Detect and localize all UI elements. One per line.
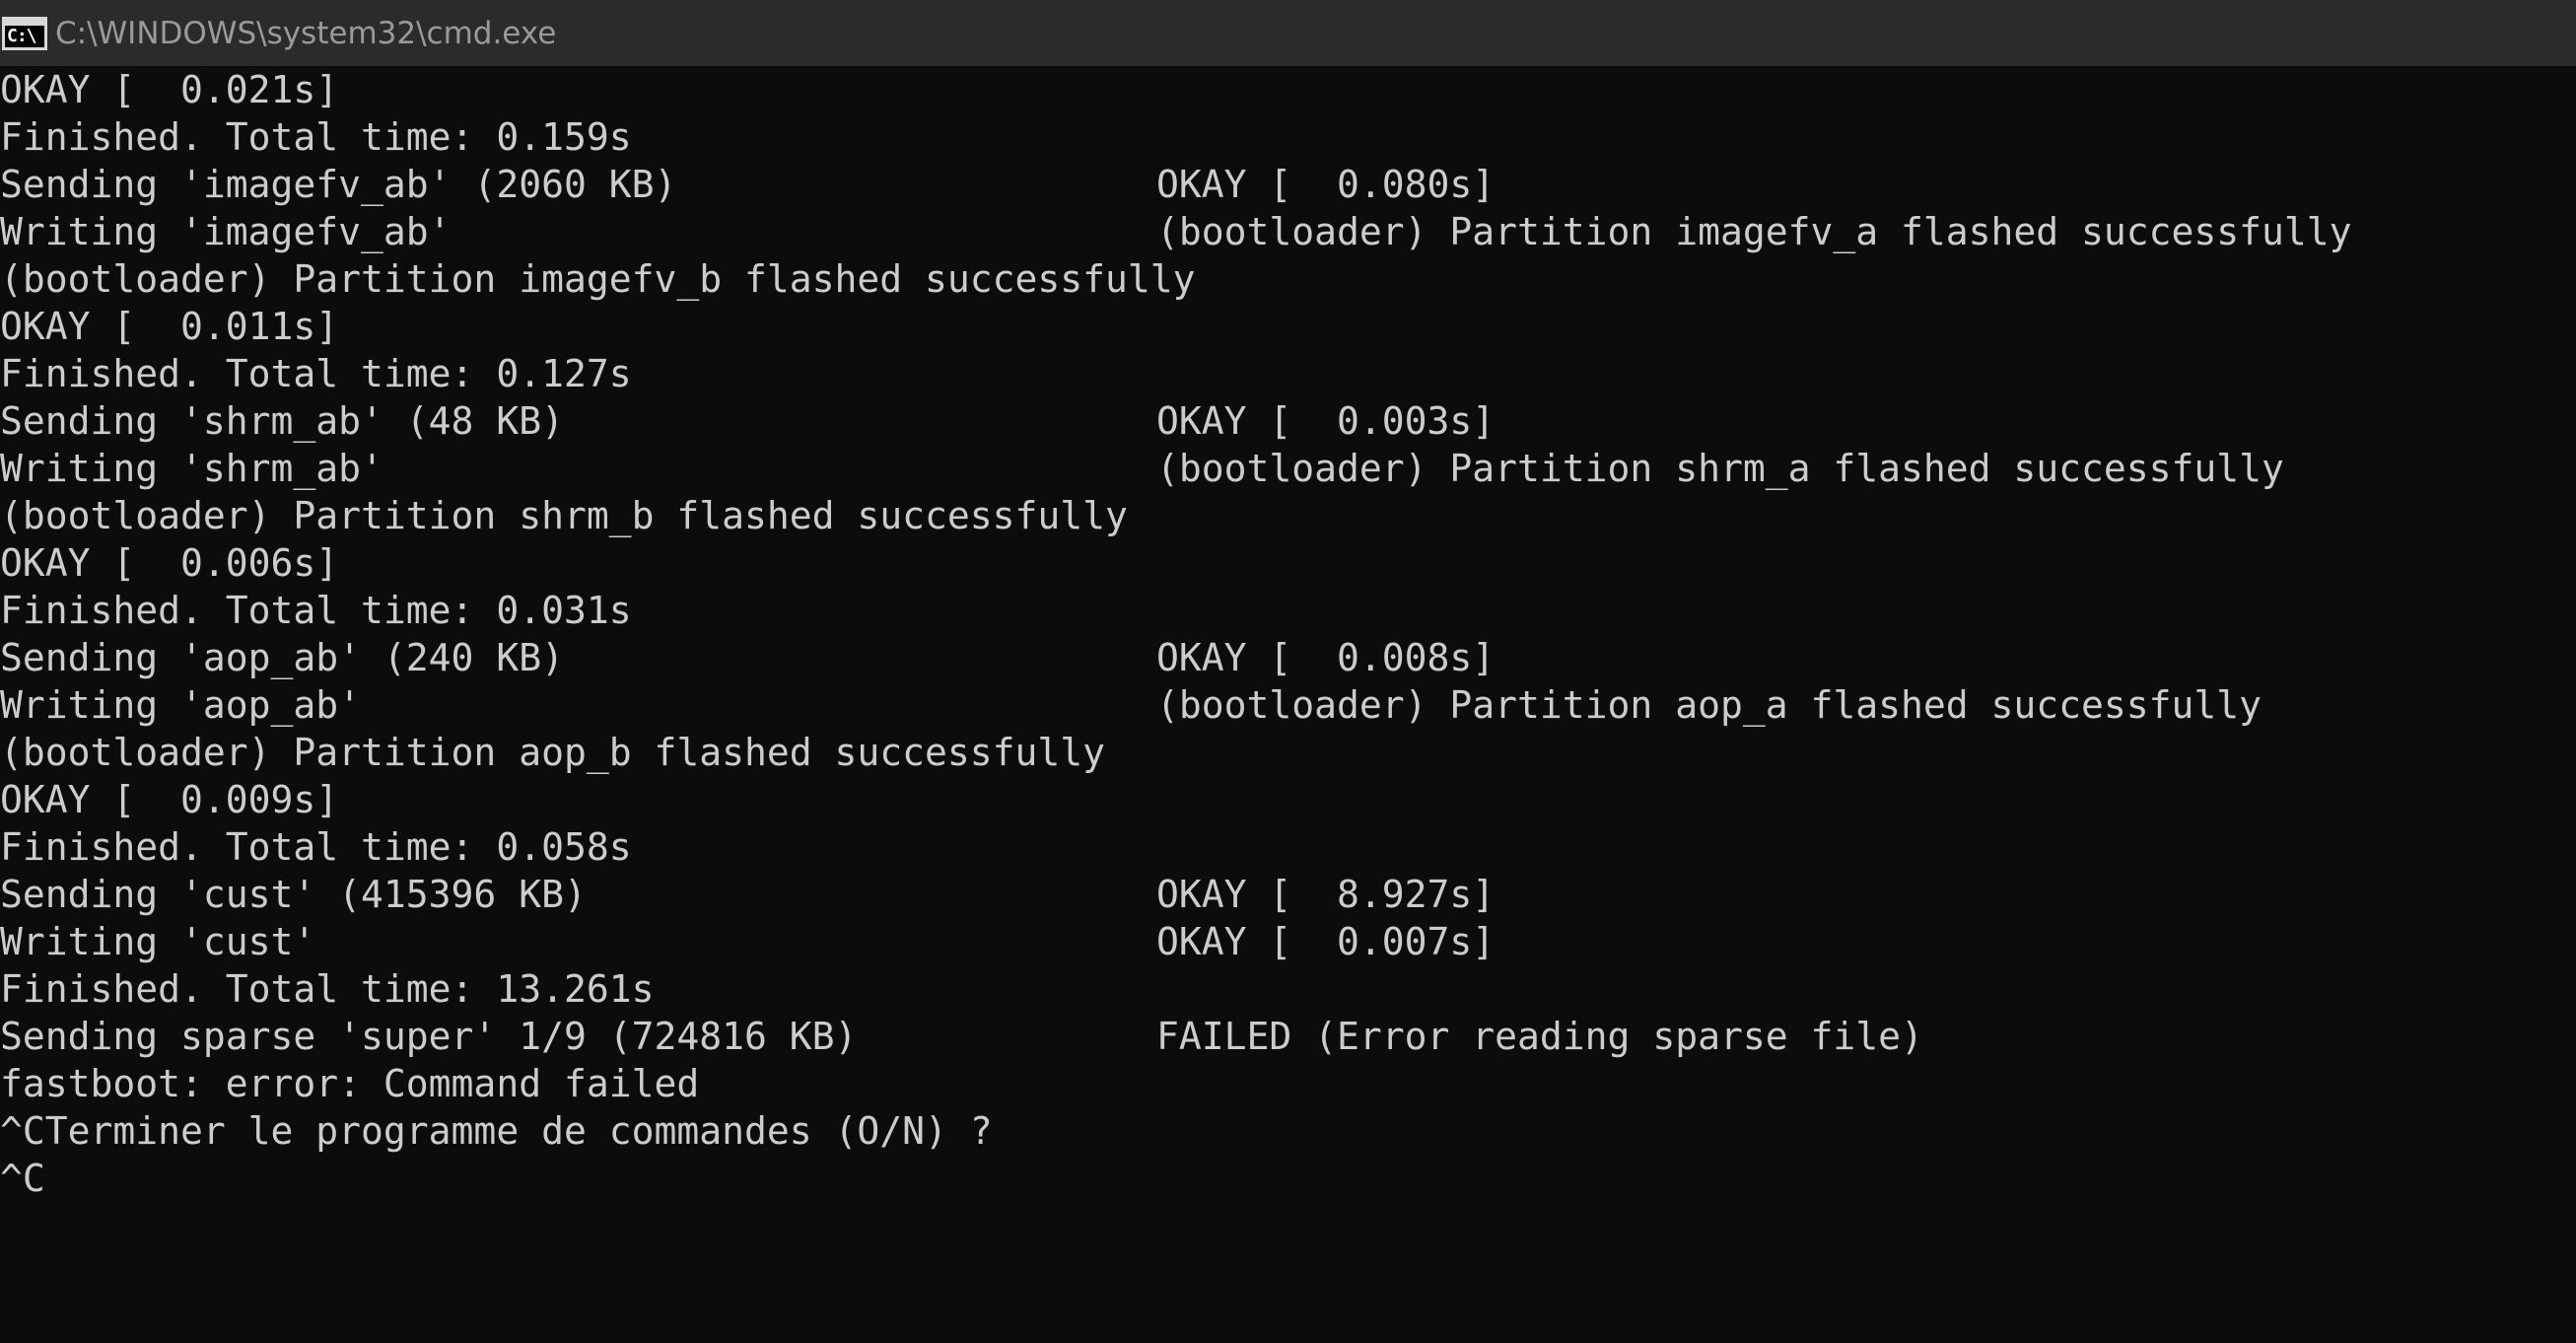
console-line-text: OKAY [ 0.006s] [0, 541, 339, 585]
console-line: Writing 'shrm_ab' (bootloader) Partition… [0, 445, 2284, 492]
console-line: (bootloader) Partition aop_b flashed suc… [0, 729, 1105, 776]
console-line-status: OKAY [ 0.007s] [1156, 920, 1496, 963]
console-line-status: (bootloader) Partition shrm_a flashed su… [1156, 447, 2284, 490]
console-line-text: Finished. Total time: 0.058s [0, 825, 632, 869]
console-line: OKAY [ 0.009s] [0, 776, 338, 823]
console-line: (bootloader) Partition shrm_b flashed su… [0, 492, 1128, 539]
console-line-text: fastboot: error: Command failed [0, 1062, 700, 1105]
console-line-text: OKAY [ 0.009s] [0, 778, 339, 821]
console-line-text: Finished. Total time: 13.261s [0, 967, 655, 1011]
console-line-text: Sending 'cust' (415396 KB) [0, 873, 587, 916]
console-line: OKAY [ 0.006s] [0, 539, 338, 587]
console-line-text: Sending sparse 'super' 1/9 (724816 KB) [0, 1015, 858, 1058]
console-line-text: Sending 'shrm_ab' (48 KB) [0, 399, 564, 443]
console-line-text: Finished. Total time: 0.159s [0, 115, 632, 159]
console-line: Sending 'imagefv_ab' (2060 KB) OKAY [ 0.… [0, 161, 1495, 208]
title-bar[interactable]: C:\ C:\WINDOWS\system32\cmd.exe [0, 0, 2576, 66]
console-line-text: ^CTerminer le programme de commandes (O/… [0, 1109, 993, 1153]
console-line-status: FAILED (Error reading sparse file) [1156, 1015, 1923, 1058]
console-line: Sending 'shrm_ab' (48 KB) OKAY [ 0.003s] [0, 397, 1495, 445]
cmd-icon[interactable]: C:\ [2, 16, 47, 50]
console-output[interactable]: OKAY [ 0.021s] Finished. Total time: 0.1… [0, 66, 2576, 1343]
console-line: ^C [0, 1155, 135, 1202]
console-line-text: Finished. Total time: 0.031s [0, 589, 632, 632]
console-line-text: Writing 'shrm_ab' [0, 447, 383, 490]
console-line: Writing 'imagefv_ab' (bootloader) Partit… [0, 208, 2352, 255]
console-line: Writing 'cust' OKAY [ 0.007s] [0, 918, 1495, 965]
console-line: Writing 'aop_ab' (bootloader) Partition … [0, 681, 2262, 729]
console-line-text: ^C [0, 1157, 45, 1200]
console-line-status: OKAY [ 0.008s] [1156, 636, 1496, 679]
console-line: Finished. Total time: 0.159s [0, 113, 632, 161]
console-line-text: Writing 'aop_ab' [0, 683, 362, 727]
console-line-status: OKAY [ 0.080s] [1156, 163, 1496, 206]
console-line-text: Sending 'aop_ab' (240 KB) [0, 636, 564, 679]
console-line: Finished. Total time: 13.261s [0, 965, 654, 1013]
console-line: OKAY [ 0.011s] [0, 303, 338, 350]
window-title: C:\WINDOWS\system32\cmd.exe [55, 15, 557, 51]
console-line: Sending 'aop_ab' (240 KB) OKAY [ 0.008s] [0, 634, 1495, 681]
cmd-icon-text: C:\ [7, 25, 36, 46]
console-line: Finished. Total time: 0.031s [0, 587, 632, 634]
console-line: ^CTerminer le programme de commandes (O/… [0, 1107, 993, 1155]
console-line: Sending 'cust' (415396 KB) OKAY [ 8.927s… [0, 871, 1495, 918]
console-line-text: (bootloader) Partition shrm_b flashed su… [0, 494, 1128, 537]
console-line-status: OKAY [ 0.003s] [1156, 399, 1496, 443]
console-line-text: OKAY [ 0.011s] [0, 305, 339, 348]
console-line-text: Sending 'imagefv_ab' (2060 KB) [0, 163, 677, 206]
cmd-icon-bar [5, 19, 44, 26]
console-line: Sending sparse 'super' 1/9 (724816 KB) F… [0, 1013, 1923, 1060]
console-line-text: Finished. Total time: 0.127s [0, 352, 632, 395]
console-line-status: OKAY [ 8.927s] [1156, 873, 1496, 916]
console-line-text: (bootloader) Partition imagefv_b flashed… [0, 257, 1196, 301]
console-line: OKAY [ 0.021s] [0, 66, 338, 113]
console-line-text: OKAY [ 0.021s] [0, 68, 339, 111]
console-line: fastboot: error: Command failed [0, 1060, 699, 1107]
console-line-text: Writing 'cust' [0, 920, 316, 963]
console-line: Finished. Total time: 0.127s [0, 350, 632, 397]
console-line: (bootloader) Partition imagefv_b flashed… [0, 255, 1196, 303]
console-line-text: (bootloader) Partition aop_b flashed suc… [0, 731, 1106, 774]
console-line-status: (bootloader) Partition imagefv_a flashed… [1156, 210, 2352, 253]
console-line: Finished. Total time: 0.058s [0, 823, 632, 871]
console-line-text: Writing 'imagefv_ab' [0, 210, 452, 253]
console-line-status: (bootloader) Partition aop_a flashed suc… [1156, 683, 2263, 727]
